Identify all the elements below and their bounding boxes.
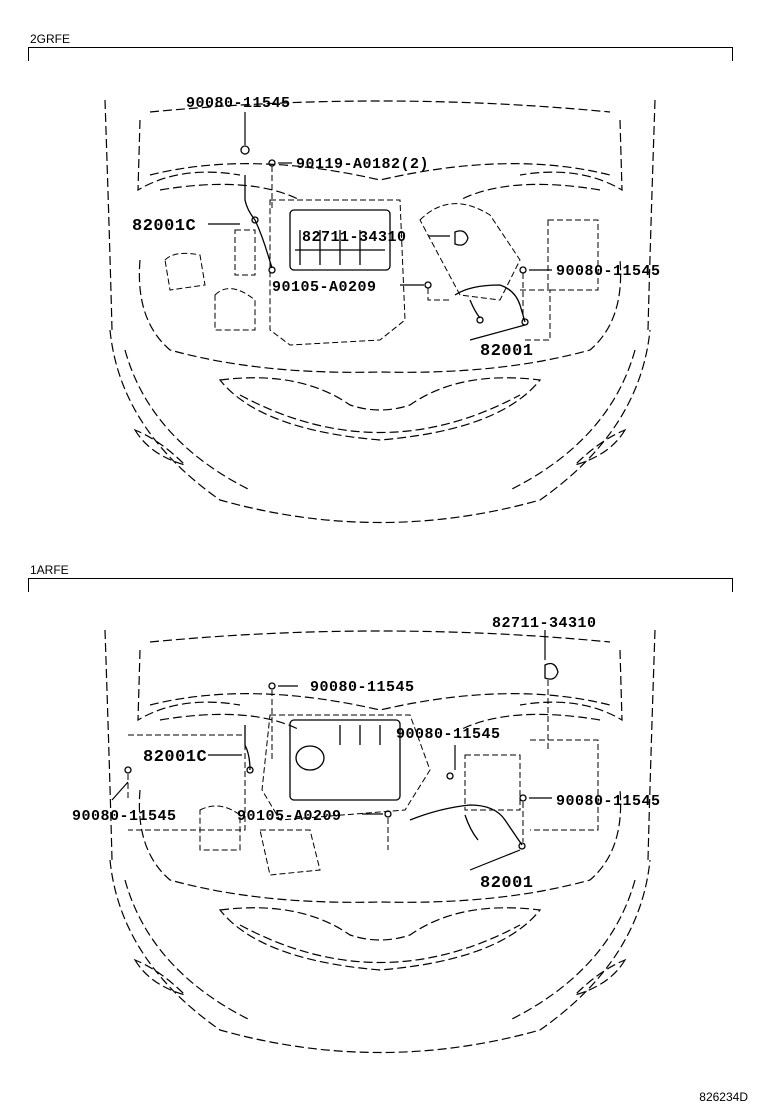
engine-bay-diagram-2grfe: 90080-11545 90119-A0182(2) 82001C 82711-… <box>104 95 661 524</box>
callout-82711-34310: 82711-34310 <box>302 229 407 246</box>
callout-82001: 82001 <box>480 342 534 361</box>
bumper-outline <box>109 329 651 524</box>
section-frame-right <box>732 578 733 592</box>
callout-90080-11545-left: 90080-11545 <box>72 808 177 825</box>
callout-90105-a0209: 90105-A0209 <box>272 279 377 296</box>
callout-82711-34310: 82711-34310 <box>492 615 597 632</box>
callout-82001: 82001 <box>480 874 534 893</box>
section-tag-1arfe: 1ARFE <box>30 563 69 577</box>
section-frame-left <box>28 47 29 61</box>
section-tag-2grfe: 2GRFE <box>30 32 71 46</box>
callout-90105-a0209: 90105-A0209 <box>237 808 342 825</box>
callout-90119-a0182: 90119-A0182(2) <box>296 156 429 173</box>
engine-cover <box>289 719 401 801</box>
callout-90080-11545-top: 90080-11545 <box>310 679 415 696</box>
grille <box>218 377 542 441</box>
callout-90080-11545-top: 90080-11545 <box>186 95 291 112</box>
callout-90080-11545-right: 90080-11545 <box>556 263 661 280</box>
callout-82001c: 82001C <box>132 217 196 236</box>
engine-cover <box>289 209 391 271</box>
hood-edge <box>149 100 611 113</box>
callout-90080-11545-middle: 90080-11545 <box>396 726 501 743</box>
section-frame-left <box>28 578 29 592</box>
callout-82001c: 82001C <box>143 748 207 767</box>
callout-90080-11545-right: 90080-11545 <box>556 793 661 810</box>
figure-code: 826234D <box>699 1090 748 1104</box>
section-frame-right <box>732 47 733 61</box>
section-frame-top <box>28 578 733 579</box>
engine-bay-diagram-1arfe: 82711-34310 90080-11545 90080-11545 8200… <box>72 615 661 1054</box>
section-frame-top <box>28 47 733 48</box>
